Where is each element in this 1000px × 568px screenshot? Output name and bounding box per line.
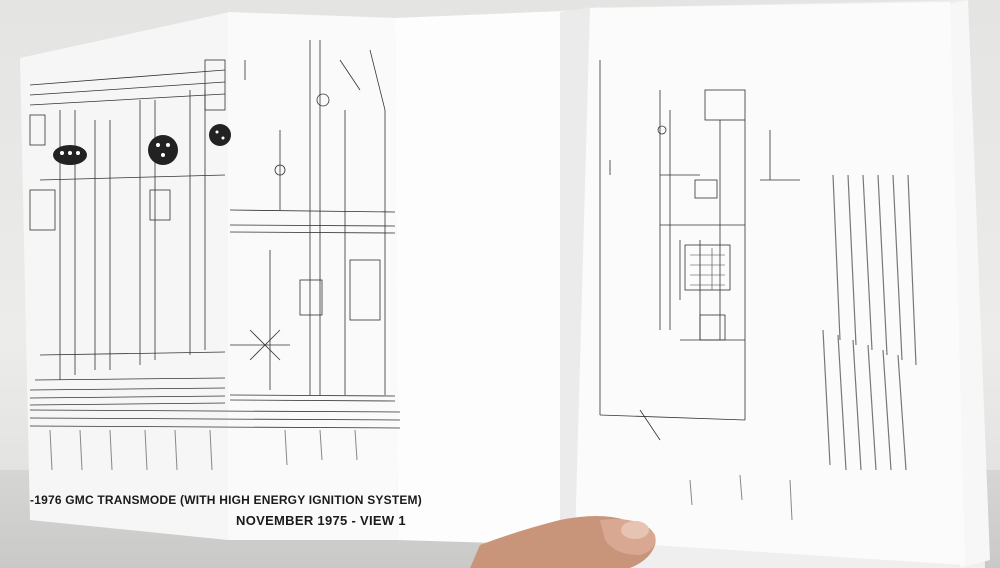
- left-outer-page: [20, 12, 230, 540]
- left-rotated-labels: [49, 429, 793, 521]
- wiring-inner-left: [229, 40, 396, 402]
- footer-right-date: NOVEMBER 1975 - VIEW 1: [236, 513, 406, 528]
- legend-lines: [822, 174, 917, 471]
- component-boxes-inner: [274, 93, 381, 321]
- wiring-left: [29, 69, 401, 429]
- connector-pins: [60, 130, 225, 157]
- blank-page: [395, 10, 585, 545]
- left-inner-page: [228, 12, 398, 540]
- thumbnail: [621, 521, 649, 539]
- footer-left-title: -1976 GMC TRANSMODE (WITH HIGH ENERGY IG…: [30, 493, 422, 507]
- wiring-right: [599, 60, 800, 441]
- right-page: [575, 2, 965, 565]
- component-boxes-left: [29, 59, 226, 231]
- component-boxes-right: [657, 89, 746, 341]
- relay-grid: [690, 248, 725, 290]
